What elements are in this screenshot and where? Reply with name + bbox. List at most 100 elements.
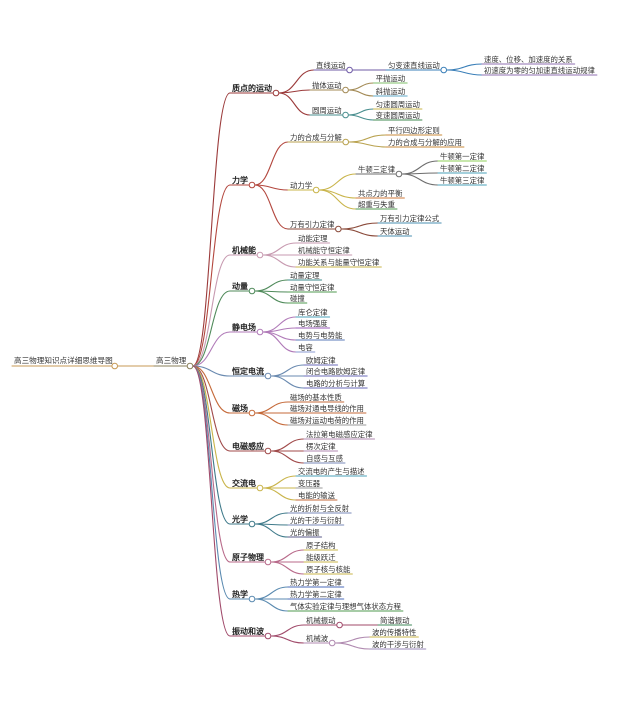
node-label: 力的合成与分解的应用 <box>388 138 462 147</box>
connector-branches-12-children-1 <box>270 635 305 644</box>
node-label: 原子核与核能 <box>306 565 351 574</box>
collapse-dot-branches-10[interactable] <box>264 558 272 566</box>
node-label: 变压器 <box>298 479 321 488</box>
connector-branches-10-children-0 <box>270 549 305 563</box>
collapse-dot-branches-1[interactable] <box>248 181 256 189</box>
node-label: 楞次定律 <box>306 442 336 451</box>
branch-静电场: 静电场 <box>232 322 256 332</box>
connector-branches-5-children-2 <box>270 375 305 389</box>
root-collapse-dot[interactable] <box>111 362 119 370</box>
node-label: 圆周运动 <box>312 106 342 115</box>
collapse-dot-branches-2[interactable] <box>256 251 264 259</box>
connector-branches-11-children-0 <box>254 586 289 600</box>
root-title: 高三物理知识点详细思维导图 <box>14 355 113 365</box>
connector-branches-1-children-2-children-0 <box>340 222 379 230</box>
collapse-dot-branches-7[interactable] <box>264 447 272 455</box>
collapse-dot-branches-0-children-0-children-0[interactable] <box>440 66 448 74</box>
node-label: 原子结构 <box>306 541 336 550</box>
node-label: 光的折射与全反射 <box>290 504 350 513</box>
node-label: 万有引力定律 <box>290 220 335 229</box>
node-label: 超重与失重 <box>358 200 395 209</box>
collapse-dot-branches-0-children-0[interactable] <box>346 66 353 74</box>
connector-branches-12-children-0 <box>270 624 305 637</box>
connector-branches-7-children-2 <box>270 450 305 464</box>
collapse-dot-branches-5[interactable] <box>264 372 272 380</box>
node-label: 光的偏振 <box>290 528 320 537</box>
connector-branches-1 <box>192 184 231 367</box>
collapse-dot-branches-1-children-0[interactable] <box>342 138 350 146</box>
collapse-dot-branches-1-children-2[interactable] <box>335 225 342 233</box>
connector-branches-1-children-2 <box>254 184 289 230</box>
collapse-dot-branches-11[interactable] <box>248 595 256 603</box>
collapse-dot-branches-0[interactable] <box>272 89 280 97</box>
node-label: 万有引力定律公式 <box>380 214 440 223</box>
node-label: 波的干涉与衍射 <box>372 640 424 649</box>
branch-光学: 光学 <box>231 514 248 524</box>
node-label: 简谐振动 <box>380 616 410 625</box>
connector-branches-1-children-0 <box>254 141 289 186</box>
connector-branches-11-children-2 <box>254 598 289 612</box>
connector-branches-6 <box>192 365 231 414</box>
node-label: 电场强度 <box>298 319 328 328</box>
collapse-dot-branches-1-children-1-children-0[interactable] <box>395 170 403 178</box>
branch-动量: 动量 <box>232 281 248 291</box>
connector-branches-0-children-2-children-0 <box>347 108 375 116</box>
collapse-dot-branches-12-children-0[interactable] <box>336 621 343 629</box>
branch-机械能: 机械能 <box>232 245 256 255</box>
node-label: 牛顿第二定律 <box>440 164 485 173</box>
connector-branches-7 <box>192 365 231 452</box>
node-label: 牛顿第一定律 <box>440 152 485 161</box>
node-label: 自感与互感 <box>306 454 344 463</box>
connector-branches-1-children-1-children-0-children-2 <box>401 173 439 186</box>
node-label: 共点力的平衡 <box>358 189 403 198</box>
branch-热学: 热学 <box>232 589 248 599</box>
connector-branches-4 <box>192 331 231 367</box>
connector-branches-11 <box>192 365 231 600</box>
node-label: 匀变速直线运动 <box>388 61 440 70</box>
node-label: 电容 <box>298 343 313 352</box>
node-label: 平抛运动 <box>376 74 406 83</box>
collapse-dot-branches-8[interactable] <box>256 484 264 492</box>
center-collapse-dot[interactable] <box>186 362 194 370</box>
node-label: 初速度为零的匀加速直线运动规律 <box>484 66 595 75</box>
node-label: 闭合电路欧姆定律 <box>306 367 366 376</box>
collapse-dot-branches-12[interactable] <box>264 632 272 640</box>
connector-branches-0-children-0-children-0-children-1 <box>445 69 483 76</box>
connector-branches-9-children-2 <box>254 523 289 538</box>
connector-branches-1-children-1-children-0 <box>318 173 357 191</box>
collapse-dot-branches-4[interactable] <box>256 328 264 336</box>
collapse-dot-branches-0-children-1[interactable] <box>342 86 349 94</box>
node-label: 交流电的产生与描述 <box>298 467 365 476</box>
collapse-dot-branches-3[interactable] <box>248 287 256 295</box>
node-label: 动量守恒定律 <box>290 283 335 292</box>
branch-电磁感应: 电磁感应 <box>232 441 264 451</box>
connector-branches-5-children-0 <box>270 364 305 377</box>
collapse-dot-branches-6[interactable] <box>248 409 256 417</box>
collapse-dot-branches-1-children-1[interactable] <box>312 186 320 194</box>
node-label: 动力学 <box>290 181 312 190</box>
node-label: 机械振动 <box>306 616 336 625</box>
node-label: 速度、位移、加速度的关系 <box>484 55 573 64</box>
branch-振动和波: 振动和波 <box>232 626 265 636</box>
connector-branches-3-children-2 <box>254 290 289 304</box>
branch-交流电: 交流电 <box>232 478 256 488</box>
connector-branches-0-children-2 <box>278 92 311 116</box>
connector-branches-1-children-1-children-0-children-0 <box>401 160 439 175</box>
connector-branches-1-children-2-children-1 <box>340 228 379 237</box>
node-label: 磁场对运动电荷的作用 <box>290 416 364 425</box>
collapse-dot-branches-0-children-2[interactable] <box>342 111 349 119</box>
node-label: 力的合成与分解 <box>290 133 342 142</box>
node-label: 欧姆定律 <box>306 356 336 365</box>
node-label: 磁场的基本性质 <box>290 393 342 402</box>
connector-branches-10-children-2 <box>270 561 305 575</box>
connector-branches-2-children-2 <box>262 254 297 268</box>
collapse-dot-branches-9[interactable] <box>248 520 256 528</box>
node-label: 磁场对通电导线的作用 <box>290 404 364 413</box>
connector-branches-12 <box>192 365 231 637</box>
node-label: 匀速圆周运动 <box>376 100 420 109</box>
connector-branches-10 <box>192 365 231 563</box>
node-label: 气体实验定律与理想气体状态方程 <box>290 602 401 611</box>
collapse-dot-branches-12-children-1[interactable] <box>328 639 336 647</box>
node-label: 动量定理 <box>290 271 320 280</box>
